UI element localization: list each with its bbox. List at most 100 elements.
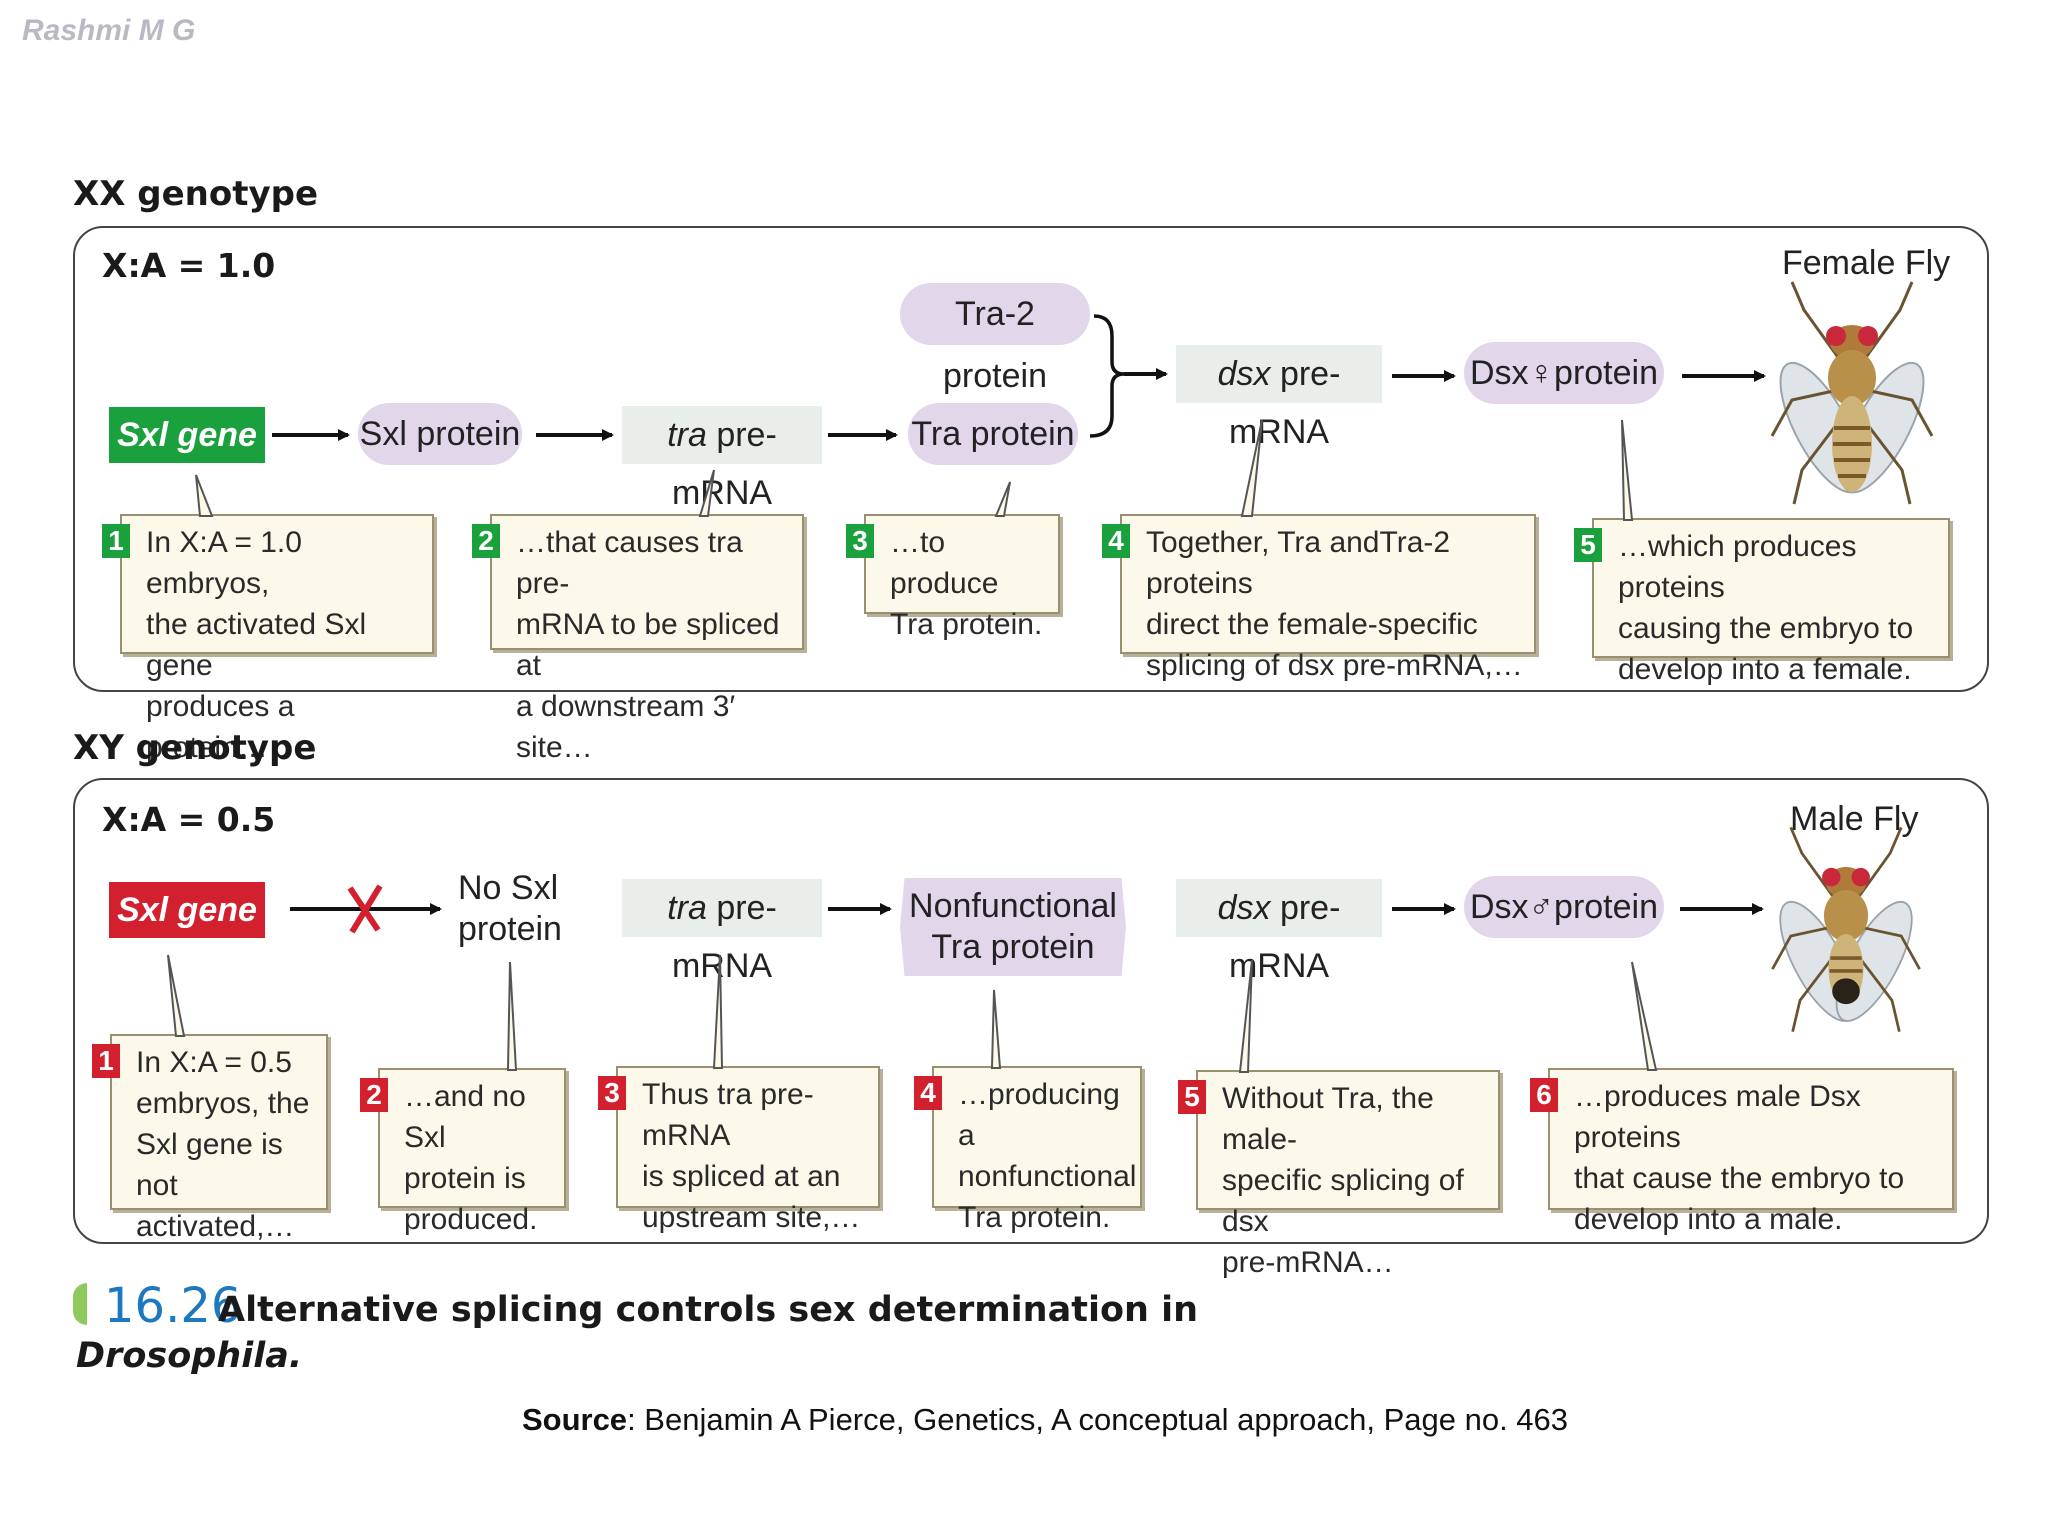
fly-female-icon — [1770, 281, 1934, 505]
xy-dsx-rest: pre-mRNA — [1228, 889, 1341, 985]
xx-dsx-female-protein: Dsx♀protein — [1464, 342, 1664, 404]
fly-male-icon — [1771, 826, 1921, 1032]
xx-note-4: 4 Together, Tra andTra-2 proteins direct… — [1102, 514, 1536, 682]
xy-nonfunctional-tra-protein: Nonfunctional Tra protein — [900, 878, 1126, 976]
note-line: develop into a female. — [1618, 653, 1912, 686]
note-line: …to produce — [890, 526, 999, 600]
note-line: that cause the embryo to — [1574, 1162, 1905, 1195]
note-line: direct the female-specific — [1146, 608, 1478, 641]
step-badge: 6 — [1530, 1078, 1558, 1112]
step-badge: 3 — [598, 1076, 626, 1110]
note-line: …producing a — [958, 1078, 1120, 1152]
figure-number: 16.26 — [104, 1278, 242, 1334]
note-line: In X:A = 0.5 — [136, 1046, 292, 1079]
xy-dsx-italic: dsx — [1217, 889, 1271, 927]
step-badge: 1 — [92, 1044, 120, 1078]
xy-tra-pre-mrna: tra pre-mRNA — [622, 879, 822, 985]
step-badge: 1 — [102, 524, 130, 558]
xx-tra-italic: tra — [667, 416, 707, 454]
note-line: …produces male Dsx proteins — [1574, 1080, 1861, 1154]
note-line: mRNA to be spliced at — [516, 608, 780, 682]
xy-sxl-gene: Sxl gene — [109, 882, 265, 938]
xx-dsx-pre-mrna: dsx pre-mRNA — [1176, 345, 1382, 451]
source-label: Source — [521, 1402, 628, 1437]
note-line: upstream site,… — [642, 1201, 861, 1234]
nonfunctional-line: Tra protein — [931, 928, 1095, 966]
xx-tra-rest: pre-mRNA — [671, 416, 777, 512]
xy-panel — [73, 778, 1989, 1244]
xy-note-2: 2 …and no Sxl protein is produced. — [360, 1068, 566, 1236]
step-badge: 4 — [914, 1076, 942, 1110]
step-badge: 5 — [1574, 528, 1602, 562]
step-badge: 5 — [1178, 1080, 1206, 1114]
caption-accent-bar — [73, 1283, 87, 1325]
note-line: embryos, the — [136, 1087, 310, 1120]
xy-genotype-title: XY genotype — [73, 728, 317, 768]
step-badge: 3 — [846, 524, 874, 558]
note-line: is spliced at an — [642, 1160, 841, 1193]
note-line: Without Tra, the male- — [1222, 1082, 1434, 1156]
note-line: …which produces proteins — [1618, 530, 1857, 604]
xy-tra-rest: pre-mRNA — [671, 889, 777, 985]
note-line: produced. — [404, 1203, 538, 1236]
xx-sxl-gene: Sxl gene — [109, 407, 265, 463]
xy-no-sxl-protein: No Sxl protein — [458, 868, 562, 950]
source-text: : Benjamin A Pierce, Genetics, A concept… — [627, 1402, 1569, 1437]
note-line: pre-mRNA… — [1222, 1246, 1394, 1279]
xx-genotype-title: XX genotype — [73, 174, 319, 214]
xy-tra-italic: tra — [667, 889, 707, 927]
xx-note-2: 2 …that causes tra pre- mRNA to be splic… — [472, 514, 804, 764]
xx-note-3: 3 …to produce Tra protein. — [846, 514, 1060, 641]
note-line: …and no Sxl — [404, 1080, 526, 1154]
no-sxl-line: protein — [458, 910, 562, 948]
note-line: Sxl gene is not — [136, 1128, 283, 1202]
note-line: …that causes tra pre- — [516, 526, 743, 600]
note-line: Thus tra pre-mRNA — [642, 1078, 814, 1152]
xy-note-3: 3 Thus tra pre-mRNA is spliced at an ups… — [598, 1066, 880, 1234]
note-line: the activated Sxl gene — [146, 608, 367, 682]
xx-tra-pre-mrna: tra pre-mRNA — [622, 406, 822, 512]
note-line: splicing of dsx pre-mRNA,… — [1146, 649, 1523, 682]
note-line: a downstream 3′ site… — [516, 690, 736, 764]
note-line: specific splicing of dsx — [1222, 1164, 1464, 1238]
xy-dsx-male-protein: Dsx♂protein — [1464, 876, 1664, 938]
xx-dsx-rest: pre-mRNA — [1228, 355, 1341, 451]
xy-note-5: 5 Without Tra, the male- specific splici… — [1178, 1070, 1500, 1279]
xy-note-4: 4 …producing a nonfunctional Tra protein… — [914, 1066, 1142, 1234]
figure-caption: Alternative splicing controls sex determ… — [218, 1290, 1198, 1330]
brace-icon — [1089, 314, 1125, 438]
xx-tra2-protein: Tra-2 protein — [900, 283, 1090, 395]
xy-dsx-pre-mrna: dsx pre-mRNA — [1176, 879, 1382, 985]
callout-pointers — [167, 419, 1658, 1073]
female-fly-label: Female Fly — [1782, 244, 1951, 282]
male-fly-label: Male Fly — [1790, 800, 1919, 838]
xx-note-5: 5 …which produces proteins causing the e… — [1574, 518, 1950, 686]
note-line: causing the embryo to — [1618, 612, 1914, 645]
step-badge: 2 — [472, 524, 500, 558]
xx-dsx-italic: dsx — [1217, 355, 1271, 393]
xx-note-1: 1 In X:A = 1.0 embryos, the activated Sx… — [102, 514, 434, 764]
note-line: activated,… — [136, 1210, 295, 1243]
note-line: In X:A = 1.0 embryos, — [146, 526, 302, 600]
no-sxl-line: No Sxl — [458, 869, 559, 907]
xx-panel — [73, 226, 1989, 692]
note-line: Tra protein. — [890, 608, 1043, 641]
author-name: Rashmi M G — [22, 14, 196, 47]
note-line: nonfunctional — [958, 1160, 1137, 1193]
note-line: Together, Tra andTra-2 proteins — [1146, 526, 1451, 600]
nonfunctional-line: Nonfunctional — [909, 887, 1117, 925]
xx-tra-protein: Tra protein — [908, 403, 1078, 465]
xy-note-6: 6 …produces male Dsx proteins that cause… — [1530, 1068, 1954, 1236]
figure-caption-organism: Drosophila. — [76, 1336, 303, 1376]
xx-ratio: X:A = 1.0 — [102, 246, 276, 285]
xx-sxl-protein: Sxl protein — [358, 403, 522, 465]
note-line: develop into a male. — [1574, 1203, 1843, 1236]
blocked-cross-icon — [347, 884, 383, 934]
note-line: produces a protein… — [146, 690, 295, 764]
xy-ratio: X:A = 0.5 — [102, 800, 276, 839]
step-badge: 4 — [1102, 524, 1130, 558]
source-citation: Source: Benjamin A Pierce, Genetics, A c… — [0, 1402, 2048, 1438]
note-line: protein is — [404, 1162, 526, 1195]
step-badge: 2 — [360, 1078, 388, 1112]
